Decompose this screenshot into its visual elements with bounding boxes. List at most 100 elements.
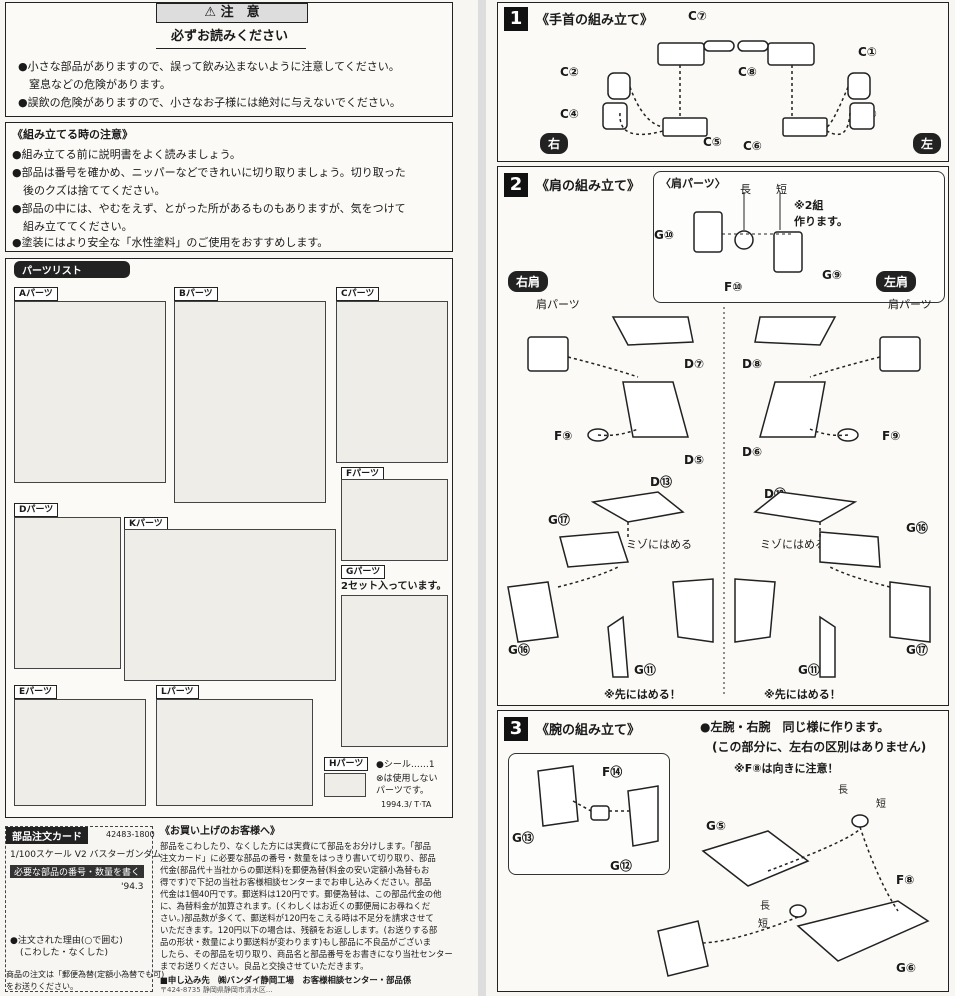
- customer-line-4: 得です)で下記の当社お客様相談センターまでお申し込みください。部品: [160, 877, 432, 887]
- step2-title: 《肩の組み立て》: [536, 179, 641, 194]
- step1-section: 1 《手首の組み立て》 右 左 C⑦ C② C④ C⑤ C⑧ C① C③ C⑥: [497, 2, 949, 162]
- caution-header: ⚠ 注 意: [156, 3, 308, 23]
- runner-f: [341, 479, 448, 561]
- assembly-notes-box: 《組み立てる時の注意》 ●組み立てる前に説明書をよく読みましょう。 ●部品は番号…: [5, 122, 453, 252]
- step3-g6: G⑥: [896, 961, 917, 975]
- step3-note-3: ※F⑧は向きに注意！: [734, 762, 839, 775]
- step2-g11-right: G⑪: [798, 663, 820, 677]
- step2-g16-left: G⑯: [508, 643, 530, 657]
- step1-left-badge: 左: [913, 133, 942, 154]
- customer-line-3: 代金(部品代＋当社からの郵送料)を郵便為替(料金の安い定額小為替もお: [160, 865, 430, 875]
- customer-line-8: いただきます。120円以下の場合は、残額をお返しします。(お送りする部: [160, 925, 438, 935]
- step2-f9-left: F⑨: [554, 429, 573, 443]
- caution-line-1: ●小さな部品がありますので、誤って飲み込まないように注意してください。: [18, 60, 400, 73]
- right-shoulder-badge: 右肩: [508, 271, 549, 292]
- step2-d7: D⑦: [684, 357, 705, 371]
- customer-line-9: 品の形状・数量により郵送料が変わります)もし部品に不良品がございま: [160, 937, 432, 947]
- assembly-note-2: ●部品は番号を確かめ、ニッパーなどできれいに切り取りましょう。切り取った: [12, 166, 406, 179]
- order-card[interactable]: 部品注文カード 42483-1800 1/100スケール V2 バスターガンダム…: [5, 826, 164, 992]
- order-card-code: 42483-1800: [106, 830, 155, 839]
- runner-g-note: 2セット入っています。: [341, 581, 447, 592]
- step2-tip-left: ※先にはめる！: [604, 688, 681, 701]
- step1-label-c4: C④: [560, 107, 579, 121]
- step3-g13: G⑬: [512, 831, 534, 845]
- step3-short-b: 短: [758, 919, 768, 930]
- assembly-note-3: 後のクズは捨ててください。: [12, 184, 166, 197]
- step3-g5: G⑤: [706, 819, 727, 833]
- unused-note-2: パーツです。: [376, 786, 429, 796]
- step2-d6: D⑥: [742, 445, 763, 459]
- customer-line-6: に、為替料金が加算されます。(くわしくはお近くの郵便局にお尋ねくだ: [160, 901, 431, 911]
- step1-label-c8: C⑧: [738, 65, 757, 79]
- runner-g: [341, 595, 448, 747]
- caution-line-3: ●誤飲の危険がありますので、小さなお子様には絶対に与えないでください。: [18, 96, 401, 109]
- step1-right-badge: 右: [540, 133, 569, 154]
- shoulder-long-label: 長: [740, 183, 751, 196]
- assembly-note-4: ●部品の中には、やむをえず、とがった所があるものもありますが、気をつけて: [12, 202, 406, 215]
- step2-f9-right: F⑨: [882, 429, 901, 443]
- runner-a-label: Aパーツ: [14, 287, 58, 301]
- step1-label-c1: C①: [858, 45, 877, 59]
- shoulder-parts-inset: 〈肩パーツ〉 長 短 ※2組 作ります。 G⑩ F⑩ G⑨: [653, 171, 945, 303]
- step3-note-2: (この部分に、左右の区別はありません): [712, 740, 927, 754]
- step3-g12: G⑫: [610, 859, 632, 873]
- caution-box: ⚠ 注 意 必ずお読みください ●小さな部品がありますので、誤って飲み込まないよ…: [5, 2, 453, 117]
- step3-short-a: 短: [876, 799, 886, 810]
- runner-d-label: Dパーツ: [14, 503, 59, 517]
- step1-label-c2: C②: [560, 65, 579, 79]
- assembly-notes-title: 《組み立てる時の注意》: [12, 128, 133, 141]
- shoulder-g10: G⑩: [654, 228, 675, 242]
- customer-line-2: 注文カード」に必要な部品の番号・数量をはっきり書いて切り取り、部品: [160, 853, 436, 863]
- runner-a: [14, 301, 166, 483]
- parts-list-box: パーツリスト Aパーツ Bパーツ Cパーツ Fパーツ Dパーツ Kパーツ Gパー…: [5, 258, 453, 818]
- runner-e-label: Eパーツ: [14, 685, 57, 699]
- seal-note: ●シール……1: [376, 760, 435, 770]
- customer-line-7: さい。)部品数が多くて、郵送料が120円をこえる時は不足分を請求させて: [160, 913, 434, 923]
- runner-g-label: Gパーツ: [341, 565, 386, 579]
- step2-tip-right: ※先にはめる！: [764, 688, 841, 701]
- shoulder-f10: F⑩: [724, 280, 743, 294]
- order-card-bottom-2: をお送りください。: [6, 982, 78, 991]
- runner-c-label: Cパーツ: [336, 287, 380, 301]
- left-shoulder-part: 肩パーツ: [888, 298, 932, 311]
- runner-l-label: Lパーツ: [156, 685, 199, 699]
- customer-line-5: 代金は1個40円です。郵送料は120円です。郵便為替は、この部品代金の他: [160, 889, 442, 899]
- step1-label-c7: C⑦: [688, 9, 707, 23]
- parts-list-title: パーツリスト: [14, 261, 130, 278]
- step3-f14: F⑭: [602, 765, 623, 779]
- right-shoulder-part: 肩パーツ: [536, 298, 580, 311]
- runner-d: [14, 517, 121, 669]
- step3-number: 3: [504, 717, 528, 741]
- left-shoulder-badge: 左肩: [876, 271, 917, 292]
- warning-icon: ⚠: [204, 5, 217, 20]
- assembly-note-5: 組み立ててください。: [12, 220, 133, 233]
- runner-h-label: Hパーツ: [324, 757, 369, 771]
- assembly-note-1: ●組み立てる前に説明書をよく読みましょう。: [12, 148, 241, 161]
- customer-contact: ■申し込み先 ㈱バンダイ静岡工場 お客様相談センター・部品係: [160, 975, 412, 985]
- shoulder-make: 作ります。: [794, 215, 848, 228]
- customer-line-11: までお送りください。良品と交換させていただきます。: [160, 961, 369, 971]
- step3-long-a: 長: [838, 785, 848, 796]
- caution-subheader: 必ずお読みください: [171, 29, 289, 44]
- customer-notice-title: 《お買い上げのお客様へ》: [160, 826, 280, 837]
- assembly-note-6: ●塗装にはより安全な「水性塗料」のご使用をおすすめします。: [12, 236, 329, 249]
- step2-d5: D⑤: [684, 453, 705, 467]
- page-fold: [478, 0, 486, 996]
- step3-section: 3 《腕の組み立て》 ●左腕・右腕 同じ様に作ります。 (この部分に、左右の区別…: [497, 710, 949, 992]
- step1-label-c5: C⑤: [703, 135, 722, 149]
- order-card-note-1: ●注文された理由(○で囲む): [10, 936, 123, 946]
- step2-number: 2: [504, 173, 528, 197]
- order-card-bottom-1: 商品の注文は「郵便為替(定額小為替でも可): [6, 970, 165, 979]
- runner-e: [14, 699, 146, 806]
- step1-number: 1: [504, 7, 528, 31]
- date-stamp: 1994.3/ T·TA: [381, 800, 432, 809]
- order-card-required: 必要な部品の番号・数量を書く: [10, 865, 145, 878]
- shoulder-parts-diagram: [693, 192, 803, 273]
- order-card-product: 1/100スケール V2 バスターガンダム: [10, 850, 162, 860]
- shoulder-two-sets: ※2組: [794, 199, 824, 212]
- step1-diagram: [602, 40, 875, 137]
- runner-l: [156, 699, 313, 806]
- step2-groove-right: ミゾにはめる: [760, 538, 826, 551]
- step2-g11-left: G⑪: [634, 663, 656, 677]
- step2-diagram: [507, 307, 931, 697]
